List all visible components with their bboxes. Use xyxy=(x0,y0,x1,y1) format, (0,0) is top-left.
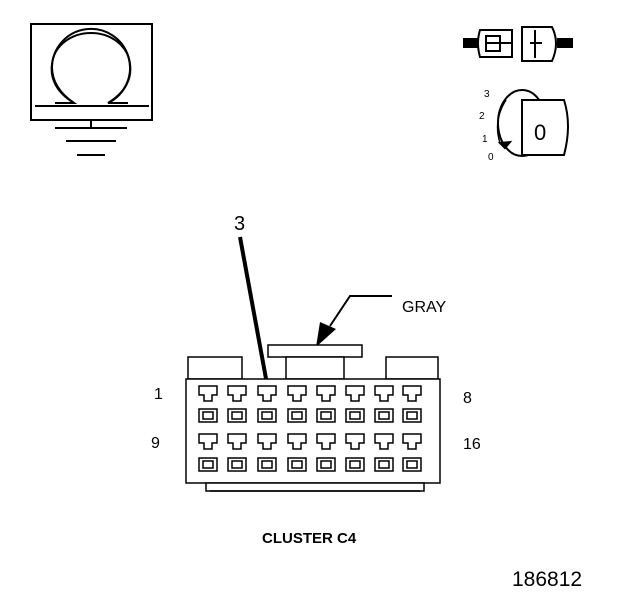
pin-slot-row2-7-inner xyxy=(378,460,390,469)
pin-slot-row2-5-inner xyxy=(320,460,332,469)
pin-label-1: 1 xyxy=(154,386,163,403)
pin-slot-row2-4-inner xyxy=(291,460,303,469)
pin-label-8: 8 xyxy=(463,390,472,407)
pin-terminal-row2-2 xyxy=(227,433,247,450)
pin-terminal-row1-1 xyxy=(198,385,218,402)
pin-slot-row1-1-inner xyxy=(202,411,214,420)
disconnected-connector-icon xyxy=(463,26,573,62)
pin-slot-row1-8-inner xyxy=(406,411,418,420)
connector-color-label: GRAY xyxy=(402,299,446,316)
ground-icon xyxy=(55,120,127,156)
callout-pin-number: 3 xyxy=(234,213,245,235)
pin-terminal-row1-3 xyxy=(257,385,277,402)
pin-terminal-row1-7 xyxy=(374,385,394,402)
pin-terminal-row1-2 xyxy=(227,385,247,402)
pin-slot-row1-4-inner xyxy=(291,411,303,420)
pin-terminal-row2-1 xyxy=(198,433,218,450)
pin-slot-row2-6-inner xyxy=(349,460,361,469)
pin-slot-row2-1-inner xyxy=(202,460,214,469)
pin-terminal-row2-4 xyxy=(287,433,307,450)
pin-label-16: 16 xyxy=(463,436,481,453)
pin-terminal-row2-6 xyxy=(345,433,365,450)
connector-body xyxy=(185,344,441,492)
ignition-position-3: 3 xyxy=(484,89,490,100)
ohmmeter-icon xyxy=(30,23,153,121)
pin-slot-row2-2-inner xyxy=(231,460,243,469)
pin-slot-row1-6-inner xyxy=(349,411,361,420)
pin-slot-row2-8-inner xyxy=(406,460,418,469)
color-leader-arrow xyxy=(316,295,392,347)
pin-terminal-row2-8 xyxy=(402,433,422,450)
pin-terminal-row2-5 xyxy=(316,433,336,450)
pin-slot-row1-7-inner xyxy=(378,411,390,420)
ignition-key-label: 0 xyxy=(534,120,546,145)
connector-pins xyxy=(198,385,422,472)
connector-title: CLUSTER C4 xyxy=(262,530,357,547)
ignition-position-1: 1 xyxy=(482,134,488,145)
pin-terminal-row1-4 xyxy=(287,385,307,402)
pin-terminal-row1-6 xyxy=(345,385,365,402)
pin-terminal-row2-7 xyxy=(374,433,394,450)
pin-slot-row1-3-inner xyxy=(261,411,273,420)
pin-terminal-row1-5 xyxy=(316,385,336,402)
pin-slot-row1-5-inner xyxy=(320,411,332,420)
ignition-position-0: 0 xyxy=(488,152,494,163)
pin-terminal-row1-8 xyxy=(402,385,422,402)
figure-number: 186812 xyxy=(512,568,582,591)
pin-terminal-row2-3 xyxy=(257,433,277,450)
ignition-position-2: 2 xyxy=(479,111,485,122)
pin-slot-row1-2-inner xyxy=(231,411,243,420)
ignition-key-icon xyxy=(496,89,569,157)
pin-label-9: 9 xyxy=(151,435,160,452)
pin-slot-row2-3-inner xyxy=(261,460,273,469)
